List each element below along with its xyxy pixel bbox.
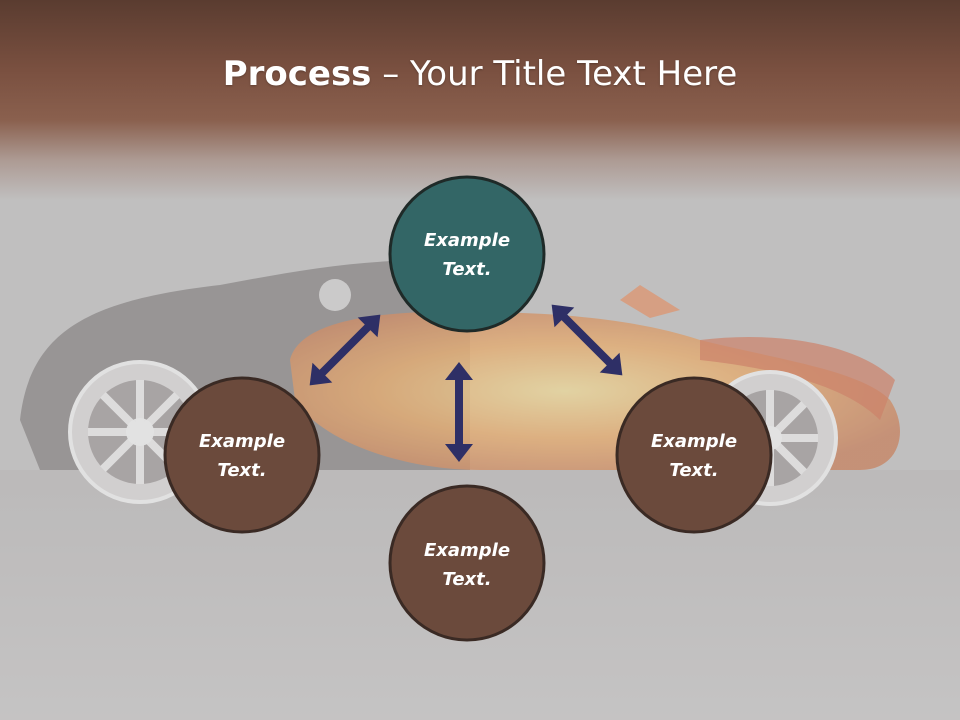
arrow-top-left-diagonal[interactable] — [300, 305, 391, 396]
arrow-top-right-diagonal[interactable] — [542, 295, 633, 386]
node-right[interactable]: Example Text. — [615, 376, 773, 534]
title-bar — [0, 0, 960, 200]
node-bottom-line2: Text. — [442, 569, 491, 590]
arrows — [300, 295, 633, 462]
node-left[interactable]: Example Text. — [163, 376, 321, 534]
slide-title[interactable]: Process – Your Title Text Here — [0, 52, 960, 96]
node-top-line2: Text. — [442, 259, 491, 280]
node-bottom-line1: Example — [424, 540, 510, 561]
node-top[interactable]: Example Text. — [388, 175, 546, 333]
title-bold: Process — [222, 54, 372, 94]
node-bottom[interactable]: Example Text. — [388, 484, 546, 642]
node-right-line1: Example — [651, 431, 737, 452]
title-rest: – Your Title Text Here — [371, 54, 738, 94]
node-left-line1: Example — [199, 431, 285, 452]
arrow-vertical[interactable] — [445, 362, 473, 462]
node-right-line2: Text. — [669, 460, 718, 481]
node-top-line1: Example — [424, 230, 510, 251]
node-left-line2: Text. — [217, 460, 266, 481]
